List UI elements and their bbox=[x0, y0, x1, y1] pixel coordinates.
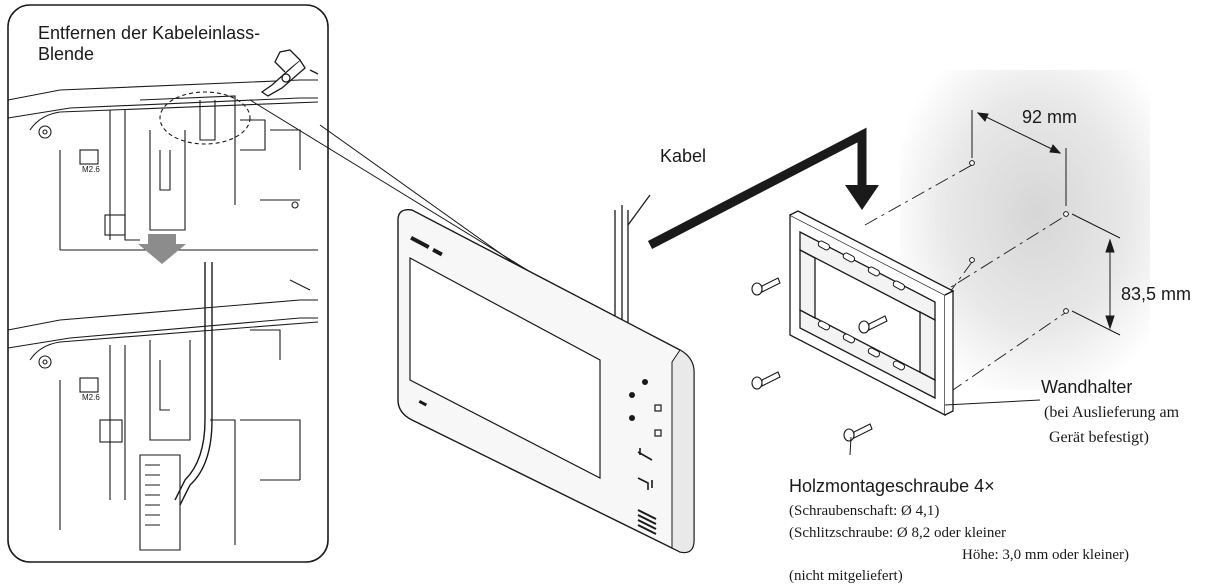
mount-direction-arrow bbox=[647, 127, 879, 249]
dimension-width bbox=[971, 110, 1067, 206]
device-back-top bbox=[7, 79, 319, 251]
device-button-icon bbox=[637, 477, 653, 490]
screw-icon bbox=[858, 315, 888, 334]
cable-label: Kabel bbox=[660, 146, 707, 166]
monitor-device bbox=[397, 209, 695, 554]
scissors-icon bbox=[260, 49, 319, 97]
monitor-screen bbox=[409, 256, 601, 479]
screw-spec-3: Höhe: 3,0 mm oder kleiner) bbox=[962, 547, 1130, 563]
device-button-icon bbox=[654, 404, 662, 412]
screw-icon bbox=[751, 277, 781, 296]
device-button-icon bbox=[637, 448, 653, 461]
panel-marking-top: M2.6 bbox=[82, 165, 100, 174]
device-button-icon bbox=[654, 429, 662, 437]
wandhalter-note-2: Gerät befestigt) bbox=[1049, 429, 1149, 446]
dimension-width-label: 92 mm bbox=[1022, 107, 1078, 127]
screw-icon bbox=[751, 371, 781, 390]
device-back-bottom bbox=[7, 279, 319, 551]
screw-spec-4: (nicht mitgeliefert) bbox=[789, 568, 903, 584]
device-button-icon bbox=[629, 415, 635, 421]
dimension-height-label: 83,5 mm bbox=[1121, 284, 1192, 304]
panel-marking-bottom: M2.6 bbox=[82, 393, 100, 402]
device-button-icon bbox=[642, 379, 648, 385]
screw-icon bbox=[843, 423, 873, 442]
wandhalter-title: Wandhalter bbox=[1041, 377, 1133, 397]
caption-line-2: Blende bbox=[38, 44, 95, 64]
callout-circle bbox=[159, 91, 251, 145]
device-button-icon bbox=[629, 392, 635, 398]
wall-holes bbox=[969, 160, 1069, 314]
screw-spec-2: (Schlitzschraube: Ø 8,2 oder kleiner bbox=[789, 525, 1007, 541]
cable-inset bbox=[174, 262, 213, 506]
dimension-height bbox=[1071, 213, 1121, 336]
down-arrow-icon bbox=[138, 234, 186, 264]
caption-line-1: Entfernen der Kabeleinlass- bbox=[38, 23, 261, 43]
screw-title: Holzmontageschraube 4× bbox=[789, 476, 995, 496]
wall-bracket bbox=[789, 210, 955, 417]
speaker-grille bbox=[637, 509, 657, 535]
leader-lines bbox=[849, 399, 1041, 456]
screw-spec-1: (Schraubenschaft: Ø 4,1) bbox=[789, 503, 940, 519]
detail-inset-panel: M2.6 bbox=[7, 4, 329, 563]
wandhalter-note-1: (bei Auslieferung am bbox=[1044, 404, 1180, 421]
